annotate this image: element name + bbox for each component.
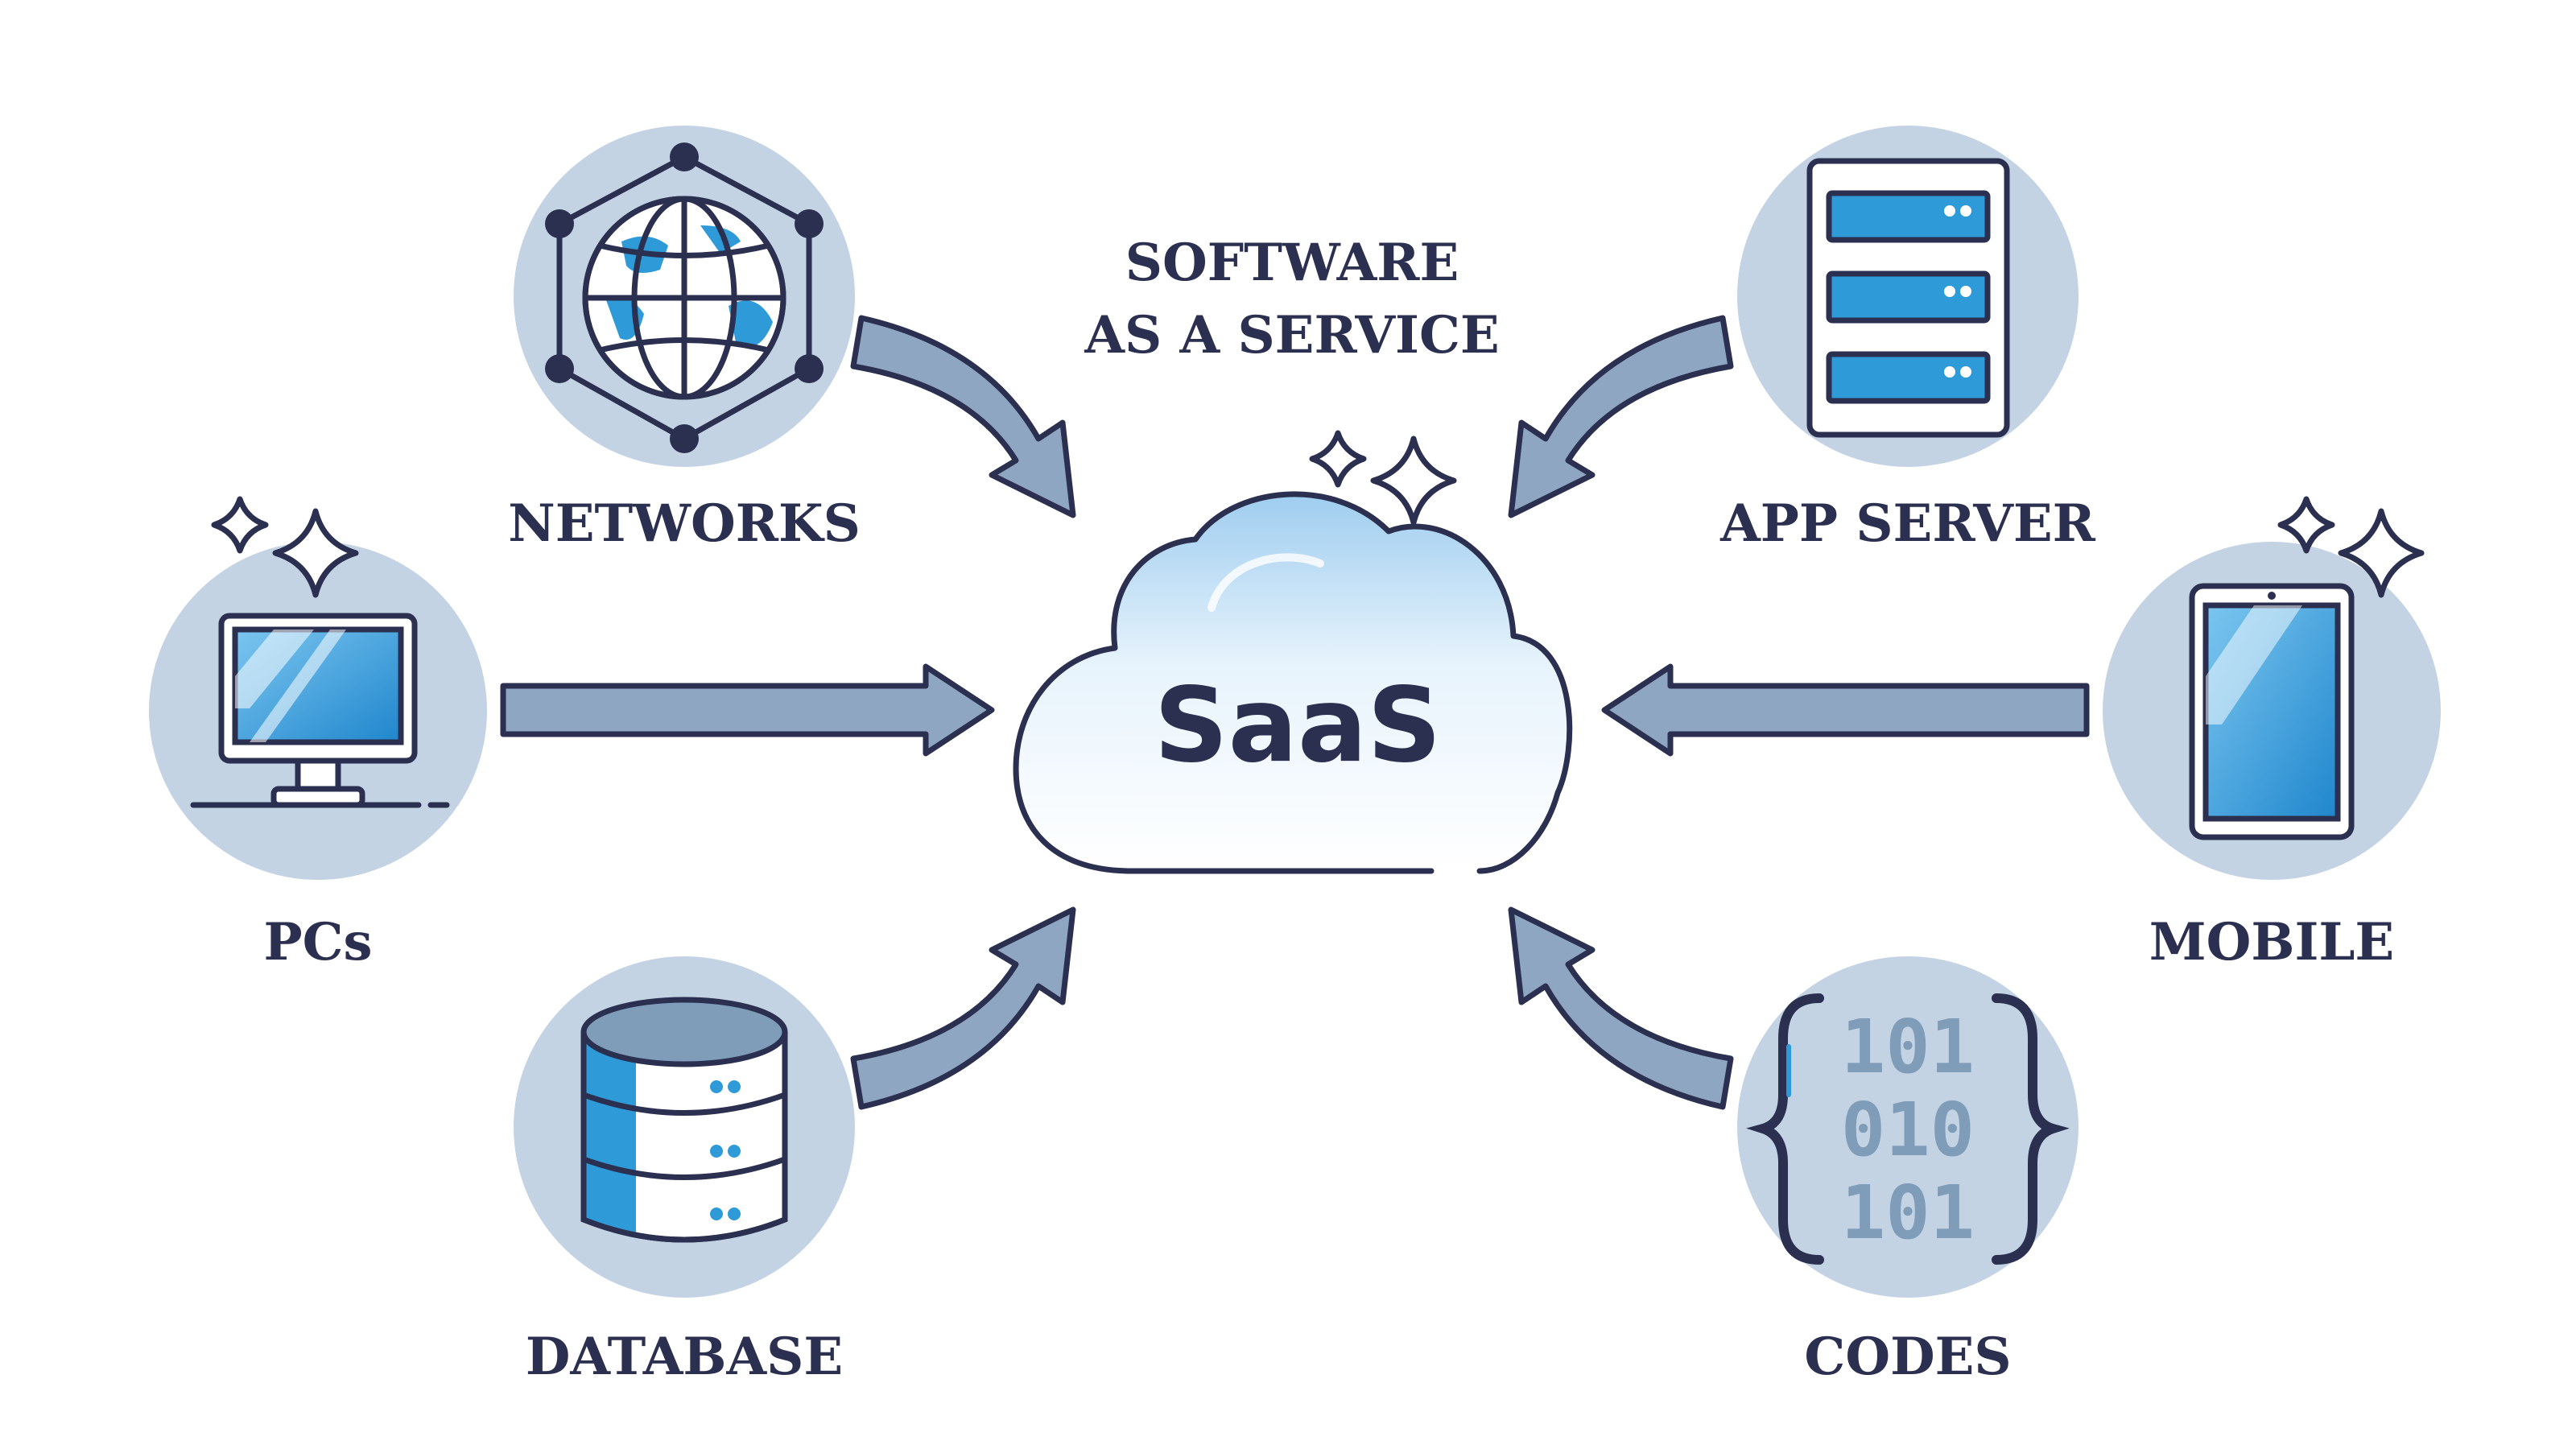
arrow-networks-to-saas bbox=[850, 315, 1076, 518]
node-database: DATABASE bbox=[514, 956, 855, 1387]
codes-circle bbox=[1737, 956, 2079, 1298]
title-line-2: AS A SERVICE bbox=[1084, 305, 1499, 365]
database-label: DATABASE bbox=[526, 1327, 843, 1387]
node-networks: NETWORKS bbox=[508, 126, 861, 554]
left-brace-icon bbox=[1746, 993, 1824, 1265]
saas-cloud: SaaS bbox=[1013, 430, 1573, 874]
arrow-mobile-to-saas bbox=[1601, 663, 2090, 757]
code-line-1: 101 bbox=[1841, 1004, 1975, 1090]
arrow-appserver-to-saas bbox=[1508, 315, 1734, 518]
node-app-server: APP SERVER bbox=[1719, 126, 2096, 554]
code-line-2: 010 bbox=[1841, 1087, 1975, 1173]
globe-network-icon bbox=[545, 142, 824, 453]
mobile-sparkles bbox=[2277, 496, 2425, 598]
node-pcs: PCs bbox=[149, 496, 487, 972]
cloud-shape bbox=[1013, 491, 1573, 874]
code-line-3: 101 bbox=[1841, 1170, 1975, 1256]
title-line-1: SOFTWARE bbox=[1125, 233, 1459, 293]
cloud-inner-curve bbox=[1208, 553, 1324, 612]
pcs-label: PCs bbox=[263, 912, 372, 972]
sparkle-icon bbox=[1309, 430, 1367, 488]
arrow-database-to-saas bbox=[850, 906, 1076, 1110]
arrow-codes-to-saas bbox=[1508, 906, 1734, 1110]
desktop-monitor-icon bbox=[190, 613, 450, 808]
database-icon bbox=[580, 997, 788, 1243]
cloud-sparkles bbox=[1309, 430, 1457, 526]
networks-label: NETWORKS bbox=[508, 493, 861, 554]
sparkle-icon bbox=[2338, 508, 2425, 598]
node-codes: 101 010 101 CODES bbox=[1737, 956, 2079, 1387]
codes-label: CODES bbox=[1804, 1327, 2011, 1387]
sparkle-icon bbox=[2277, 496, 2335, 554]
right-brace-icon bbox=[1992, 993, 2070, 1265]
server-rack-icon bbox=[1806, 158, 2010, 438]
sparkle-icon bbox=[272, 508, 359, 598]
saas-label: SaaS bbox=[1154, 666, 1441, 786]
app-server-label: APP SERVER bbox=[1719, 493, 2096, 554]
sparkle-icon bbox=[211, 496, 269, 554]
flow-arrows bbox=[500, 315, 2090, 1110]
diagram-title: SOFTWARE AS A SERVICE bbox=[1084, 233, 1499, 365]
mobile-label: MOBILE bbox=[2149, 912, 2394, 972]
tablet-icon bbox=[2189, 583, 2355, 840]
pc-sparkles bbox=[211, 496, 359, 598]
arrow-pcs-to-saas bbox=[500, 663, 995, 757]
binary-code-icon: 101 010 101 bbox=[1746, 993, 2070, 1265]
sparkle-icon bbox=[1370, 436, 1457, 526]
node-mobile: MOBILE bbox=[2103, 496, 2441, 972]
